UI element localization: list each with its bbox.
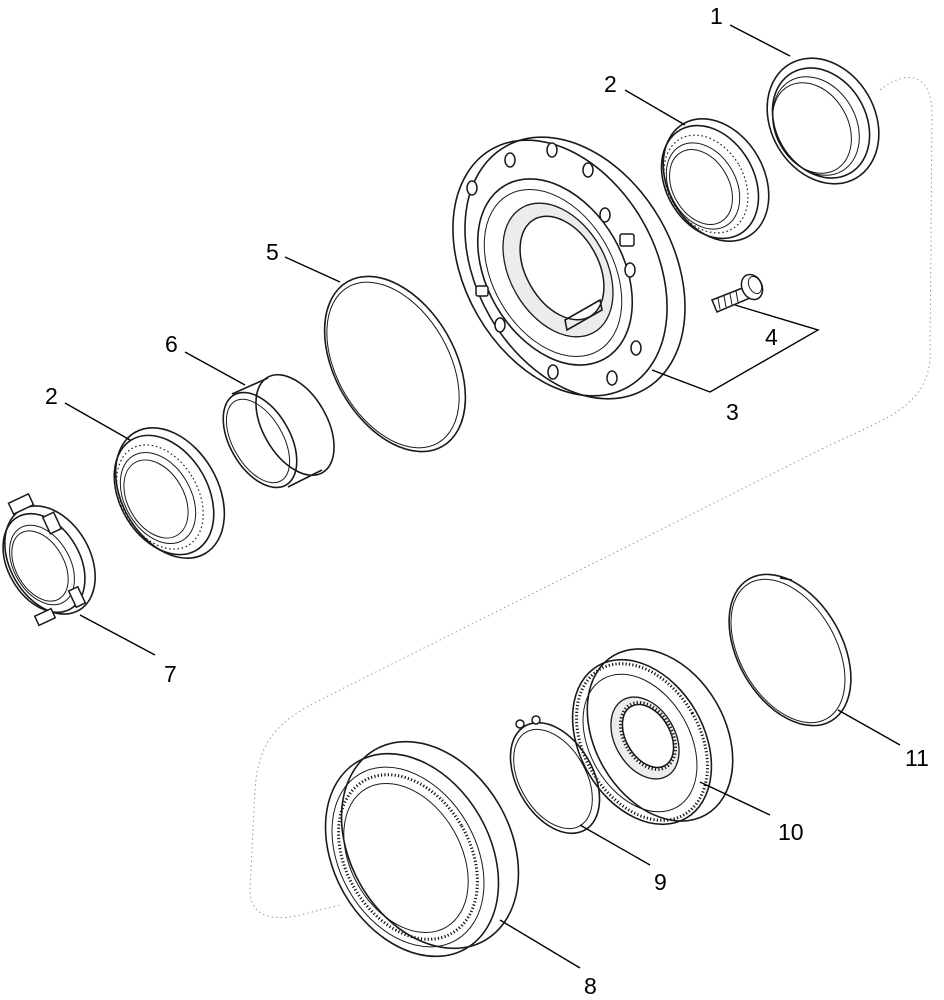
callout-1: 1 — [710, 3, 723, 29]
bolt-holes — [466, 142, 642, 386]
leader-2a — [624, 89, 686, 126]
leader-lines — [64, 24, 901, 969]
part-9-circlip — [509, 715, 601, 835]
callout-11: 11 — [905, 745, 929, 771]
callout-10: 10 — [778, 819, 804, 845]
leader-5 — [284, 256, 341, 283]
callout-8: 8 — [584, 973, 597, 999]
callout-5: 5 — [266, 239, 279, 265]
leader-7 — [79, 614, 156, 656]
part-8-ring-gear — [324, 740, 520, 958]
leader-1 — [729, 24, 791, 57]
leader-8 — [499, 919, 581, 969]
leader-11 — [837, 709, 901, 746]
part-1-seal-ring — [766, 57, 880, 185]
callout-6: 6 — [165, 331, 178, 357]
callout-9: 9 — [654, 869, 667, 895]
part-3-hub-housing — [452, 136, 686, 400]
leader-10 — [699, 781, 771, 816]
callout-2-lower: 2 — [45, 383, 58, 409]
callout-7: 7 — [164, 661, 177, 687]
leader-3-4-bracket — [651, 304, 820, 393]
callout-2-upper: 2 — [604, 71, 617, 97]
callout-4: 4 — [765, 324, 778, 350]
part-7-slotted-nut — [2, 492, 96, 627]
leader-9 — [579, 824, 651, 866]
part-11-snap-ring — [728, 573, 852, 727]
leader-6 — [184, 351, 246, 386]
part-2-bearing-lower — [113, 427, 226, 559]
leader-2b — [64, 402, 131, 441]
callout-3: 3 — [726, 399, 739, 425]
assembly-boundary — [249, 76, 933, 919]
callout-labels: 1 2 3 4 5 6 2 7 11 10 9 8 — [45, 3, 929, 999]
part-5-o-ring — [323, 275, 467, 453]
part-10-gear-hub — [571, 648, 734, 826]
part-4-bolt — [711, 273, 764, 313]
part-6-sleeve — [222, 373, 335, 489]
part-2-bearing-upper — [660, 118, 770, 242]
